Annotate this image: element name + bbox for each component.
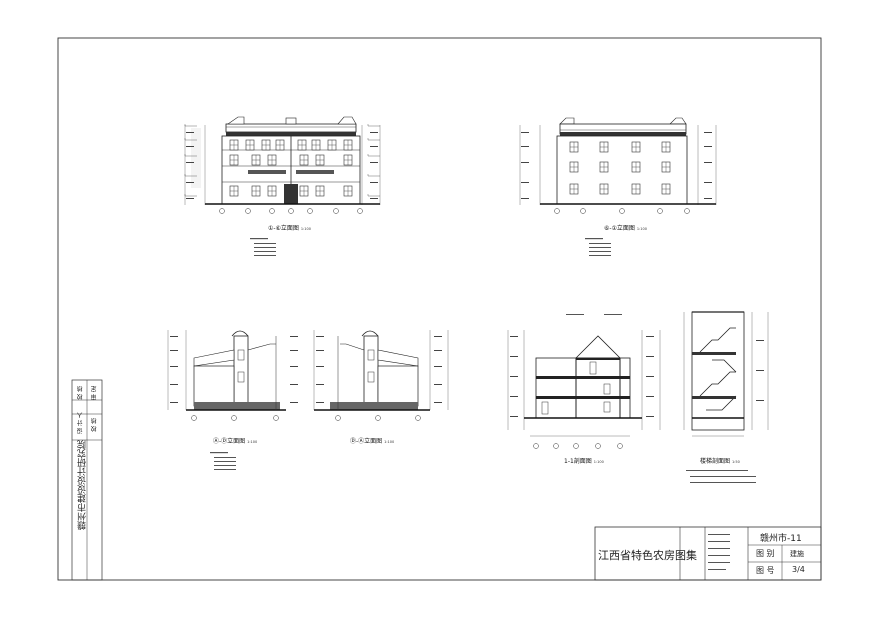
project-title: 江西省特色农房图集 — [598, 549, 697, 562]
institute-name: 赣州市建设设计研究院 — [78, 440, 88, 530]
title-block-frame — [594, 526, 822, 581]
side-elevation-a-title: Ⓐ-Ⓓ立面图 1:100 — [213, 438, 258, 445]
rear-elevation — [519, 117, 717, 256]
stair-section — [683, 311, 769, 483]
side-elevation-a — [167, 330, 298, 421]
front-elevation — [184, 116, 381, 256]
stair-section-title: 楼梯剖面图 1:50 — [700, 458, 740, 465]
drawing-code: 赣州市-11 — [760, 534, 802, 544]
rear-elevation-title: ⑥-①立面图 1:100 — [604, 225, 647, 232]
side-elevation-b — [210, 330, 449, 470]
sheet-number: 3/4 — [792, 565, 805, 574]
category-label: 图 别 — [756, 549, 775, 558]
designer-label: 设 计 人 — [77, 412, 84, 434]
approve-label: 审 定 — [91, 386, 98, 400]
check-label: 校 核 — [77, 386, 84, 400]
section-title: 1-1剖面图 1:100 — [564, 458, 604, 465]
title-block-list — [708, 534, 730, 570]
proofread-label: 校 核 — [91, 418, 98, 432]
front-elevation-title: ①-⑥立面图 1:100 — [268, 225, 311, 232]
side-elevation-b-title: Ⓓ-Ⓐ立面图 1:100 — [350, 438, 395, 445]
category-value: 建施 — [790, 550, 804, 558]
section-1-1 — [507, 314, 661, 449]
sheet-label: 图 号 — [756, 566, 775, 575]
sheet-border — [57, 37, 822, 581]
